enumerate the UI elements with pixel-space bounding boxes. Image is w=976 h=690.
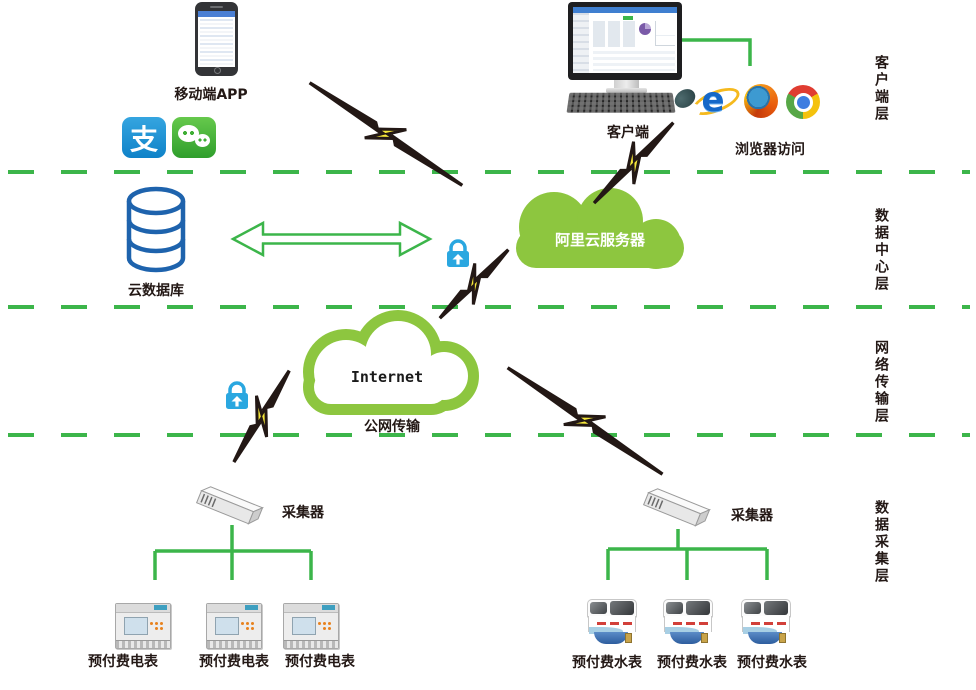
water-meter-2: [663, 599, 713, 645]
lock-icon-upper: [447, 239, 469, 267]
phone-app-list: [200, 19, 233, 65]
internet-label: Internet: [350, 368, 424, 386]
layer-label-client: 客户端层: [873, 55, 889, 123]
monitor-base: [606, 88, 647, 93]
electric-meter-1: [115, 603, 171, 649]
dashboard-table: [593, 51, 675, 71]
aliyun-cloud-icon: [516, 188, 684, 269]
meter-lcd: [215, 617, 239, 635]
electric-meter-label-1: 预付费电表: [88, 654, 158, 670]
bolt-aliyun-internet: [438, 248, 510, 320]
phone-app-header: [198, 11, 235, 17]
collector-right-icon: [642, 488, 711, 527]
collector-tree-left: [153, 525, 313, 580]
meter-buttons: [246, 622, 249, 625]
layer-label-network: 网络传输层: [873, 340, 889, 425]
water-meter-body: [664, 616, 712, 634]
chrome-center: [793, 92, 813, 112]
monitor-stand: [614, 80, 639, 89]
mobile-phone-icon: [195, 2, 238, 76]
electric-meter-2: [206, 603, 262, 649]
dashboard-pie-chart: [639, 23, 651, 35]
lock-icon-lower: [226, 381, 248, 409]
chrome-browser-icon: [786, 85, 820, 119]
client-label: 客户端: [607, 125, 649, 141]
meter-terminals: [207, 640, 261, 648]
water-meter-pipe: [748, 632, 786, 644]
mobile-app-label: 移动端APP: [174, 87, 248, 103]
bolt-internet-collector-right: [506, 366, 664, 476]
wechat-bubble-large: [178, 125, 199, 142]
water-meter-top: [741, 599, 791, 618]
collector-tree-right: [606, 529, 769, 580]
water-meter-label-1: 预付费水表: [572, 655, 642, 671]
water-meter-3: [741, 599, 791, 645]
phone-home-button: [214, 67, 221, 74]
database-icon: [126, 186, 186, 273]
firefox-browser-icon: [744, 84, 778, 118]
water-meter-1: [587, 599, 637, 645]
meter-buttons: [323, 622, 326, 625]
collector-left-label: 采集器: [282, 505, 324, 521]
bolt-client-cloud: [592, 121, 675, 205]
dashboard-green-button: [623, 16, 633, 20]
ie-glyph: e: [701, 80, 725, 120]
electric-meter-label-3: 预付费电表: [285, 654, 355, 670]
water-meter-label-3: 预付费水表: [737, 655, 807, 671]
cloud-db-label: 云数据库: [128, 283, 184, 299]
water-meter-body: [588, 616, 636, 634]
layer-divider-lines: [8, 170, 970, 437]
water-meter-label-2: 预付费水表: [657, 655, 727, 671]
aliyun-label: 阿里云服务器: [554, 231, 646, 249]
electric-meter-label-2: 预付费电表: [199, 654, 269, 670]
ie-browser-icon: e: [688, 80, 744, 121]
layer-label-data-center: 数据中心层: [873, 208, 889, 293]
meter-lcd: [124, 617, 148, 635]
meter-top-strip: [116, 604, 170, 613]
dashboard-sidebar: [573, 13, 589, 73]
phone-speaker: [210, 6, 223, 8]
collector-right-label: 采集器: [731, 508, 773, 524]
collector-left-icon: [195, 486, 264, 525]
electric-meter-3: [283, 603, 339, 649]
browser-access-label: 浏览器访问: [735, 142, 805, 158]
public-network-label: 公网传输: [364, 419, 420, 435]
alipay-glyph: 支: [129, 122, 158, 156]
meter-terminals: [116, 640, 170, 648]
dashboard-topbar: [573, 7, 677, 13]
keyboard-icon: [566, 92, 676, 113]
meter-top-strip: [284, 604, 338, 613]
desktop-monitor-icon: [568, 2, 682, 80]
wechat-icon: [172, 117, 216, 158]
meter-top-strip: [207, 604, 261, 613]
layer-label-collection: 数据采集层: [873, 500, 889, 585]
meter-buttons: [155, 622, 158, 625]
meter-terminals: [284, 640, 338, 648]
bolt-phone-cloud: [308, 81, 464, 187]
phone-screen: [198, 11, 235, 67]
wechat-bubble-small: [195, 134, 210, 147]
meter-lcd: [292, 617, 316, 635]
internet-cloud-icon: [303, 310, 479, 415]
alipay-icon: 支: [122, 117, 166, 158]
water-meter-pipe: [670, 632, 708, 644]
monitor-screen: [573, 7, 677, 73]
monitor-browser-connector: [682, 38, 752, 66]
water-meter-body: [742, 616, 790, 634]
bolt-internet-collector-left: [232, 369, 291, 463]
sync-double-arrow: [230, 220, 433, 258]
dashboard-line-chart: [655, 21, 675, 46]
water-meter-top: [587, 599, 637, 618]
dashboard-card-grid: [593, 21, 637, 47]
water-meter-pipe: [594, 632, 632, 644]
